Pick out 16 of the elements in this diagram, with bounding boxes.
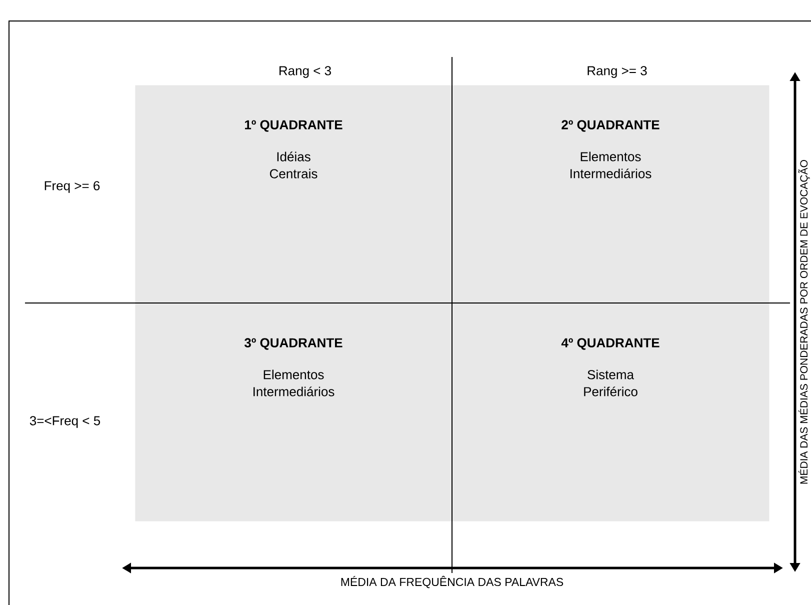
quadrant-box: [135, 85, 452, 304]
quadrant-box: [452, 303, 770, 522]
vertical-axis-title: MÉDIA DAS MÉDIAS PONDERADAS POR ORDEM DE EVOCAÇÃO: [798, 160, 810, 484]
quadrant-box: [452, 85, 770, 304]
quadrant-description: Elementos Intermediários: [570, 152, 652, 178]
quadrant-description: Sistema Periférico: [584, 370, 638, 396]
row-label: Freq >= 6: [44, 181, 100, 193]
quadrant-box: [135, 303, 452, 522]
quadrant-description: Elementos Intermediários: [254, 370, 334, 396]
axis-title: MÉDIA DA FREQUÊNCIA DAS PALAVRAS: [341, 576, 564, 588]
quadrant-heading: 2º QUADRANTE: [562, 120, 660, 132]
quadrant-heading: 3º QUADRANTE: [244, 338, 342, 350]
quadrant-heading: 4º QUADRANTE: [561, 338, 660, 350]
quadrant-heading: 1º QUADRANTE: [245, 120, 342, 132]
quadrant-description: Idéias Centrais: [270, 152, 318, 178]
row-label: 3=<Freq < 5: [30, 416, 100, 428]
